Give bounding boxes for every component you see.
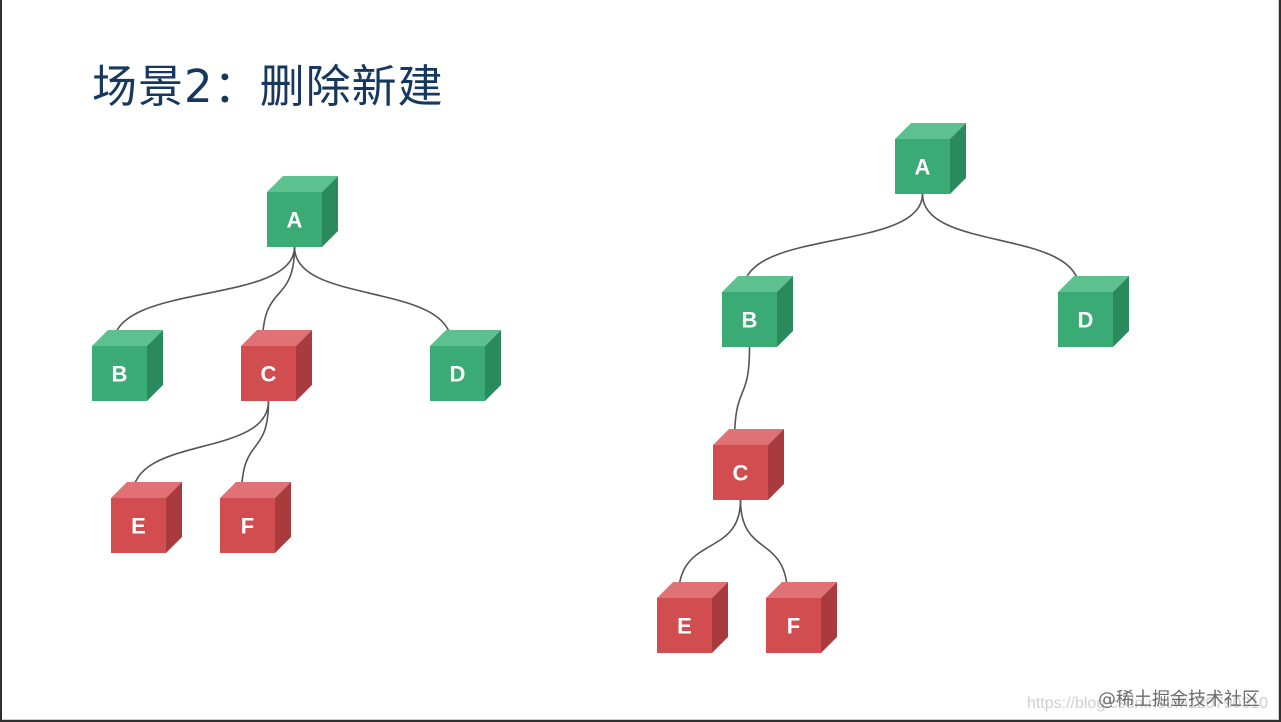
node-label-after-B: B	[742, 308, 758, 333]
edge-before-C-F	[235, 400, 270, 498]
cube-front-face	[713, 445, 768, 500]
node-label-after-E: E	[677, 614, 692, 639]
node-label-after-C: C	[733, 461, 749, 486]
watermark-url: https://blog.csdn.net/m120790310	[1026, 695, 1268, 712]
nodes-layer: A B C D E F A B D C E F	[92, 123, 1129, 653]
cube-side-face	[950, 123, 966, 194]
cube-side-face	[821, 582, 837, 653]
cube-top-face	[111, 482, 182, 498]
page-title: 场景2：删除新建	[92, 60, 444, 113]
node-after-D: D	[1058, 276, 1129, 347]
node-before-A: A	[267, 176, 338, 247]
cube-top-face	[657, 582, 728, 598]
node-after-B: B	[722, 276, 793, 347]
cube-top-face	[241, 330, 312, 346]
cube-side-face	[166, 482, 182, 553]
node-before-D: D	[430, 330, 501, 401]
edge-after-B-C	[728, 346, 751, 445]
watermark-brand: @稀土掘金技术社区	[1098, 689, 1260, 710]
node-before-B: B	[92, 330, 163, 401]
edge-before-A-D	[293, 246, 458, 346]
cube-front-face	[267, 192, 322, 247]
cube-side-face	[485, 330, 501, 401]
cube-top-face	[220, 482, 291, 498]
edge-before-C-E	[126, 400, 270, 498]
node-after-C: C	[713, 429, 784, 500]
cube-front-face	[220, 498, 275, 553]
cube-top-face	[895, 123, 966, 139]
edges-layer	[107, 193, 1086, 598]
cube-front-face	[430, 346, 485, 401]
node-after-F: F	[766, 582, 837, 653]
cube-top-face	[722, 276, 793, 292]
cube-front-face	[895, 139, 950, 194]
node-before-E: E	[111, 482, 182, 553]
edge-before-A-B	[107, 246, 296, 346]
cube-top-face	[1058, 276, 1129, 292]
node-before-F: F	[220, 482, 291, 553]
cube-front-face	[766, 598, 821, 653]
node-label-after-A: A	[915, 155, 931, 180]
cube-front-face	[241, 346, 296, 401]
node-label-before-E: E	[131, 514, 146, 539]
node-label-before-D: D	[450, 362, 466, 387]
edge-after-A-D	[921, 193, 1086, 292]
watermark: https://blog.csdn.net/m120790310 @稀土掘金技术…	[1027, 685, 1268, 712]
cube-side-face	[322, 176, 338, 247]
cube-front-face	[111, 498, 166, 553]
cube-side-face	[768, 429, 784, 500]
cube-side-face	[275, 482, 291, 553]
edge-after-C-F	[739, 499, 794, 598]
cube-top-face	[92, 330, 163, 346]
cube-side-face	[1113, 276, 1129, 347]
cube-front-face	[722, 292, 777, 347]
node-before-C: C	[241, 330, 312, 401]
cube-top-face	[267, 176, 338, 192]
node-label-before-B: B	[112, 362, 128, 387]
cube-front-face	[657, 598, 712, 653]
cube-top-face	[713, 429, 784, 445]
cube-side-face	[296, 330, 312, 401]
edge-after-A-B	[737, 193, 924, 292]
edge-after-C-E	[672, 499, 742, 598]
cube-side-face	[712, 582, 728, 653]
node-after-E: E	[657, 582, 728, 653]
node-label-before-F: F	[241, 514, 254, 539]
cube-front-face	[1058, 292, 1113, 347]
cube-top-face	[766, 582, 837, 598]
cube-side-face	[147, 330, 163, 401]
cube-front-face	[92, 346, 147, 401]
cube-side-face	[777, 276, 793, 347]
node-label-after-D: D	[1078, 308, 1094, 333]
node-label-after-F: F	[787, 614, 800, 639]
cube-top-face	[430, 330, 501, 346]
edge-before-A-C	[256, 246, 296, 346]
node-label-before-A: A	[287, 208, 303, 233]
node-after-A: A	[895, 123, 966, 194]
node-label-before-C: C	[261, 362, 277, 387]
